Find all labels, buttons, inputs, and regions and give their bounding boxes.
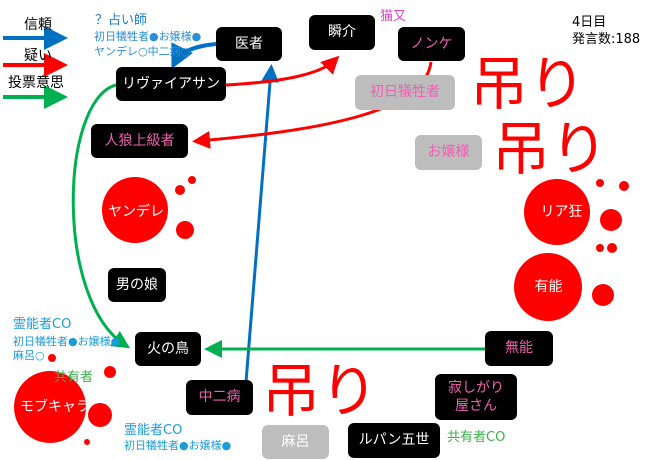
trust-arrow-chuunibyou-doctor	[244, 64, 280, 383]
medium-result-1b: 麻呂○	[13, 349, 45, 362]
medium-co-label-1: 霊能者CO	[13, 317, 72, 332]
node-chuunibyou[interactable]: 中二病	[186, 380, 253, 415]
hanged-mark-ojousama: 吊り	[492, 115, 609, 183]
node-first-victim[interactable]: 初日犠牲者	[355, 75, 455, 110]
node-otokonoko[interactable]: 男の娘	[108, 268, 166, 302]
node-ojousama[interactable]: お嬢様	[415, 135, 482, 170]
legend-vote-label: 投票意思	[8, 75, 64, 91]
node-yuunou[interactable]: 有能	[534, 279, 563, 296]
node-doctor[interactable]: 医者	[216, 27, 282, 61]
medium-co-label-2: 霊能者CO	[124, 423, 183, 438]
node-sabishigari[interactable]: 寂しがり屋さん	[435, 374, 517, 420]
node-lupin[interactable]: ルパン五世	[348, 423, 440, 458]
node-riakyou[interactable]: リア狂	[540, 204, 583, 221]
trust-arrow-doctor-leviathan	[171, 42, 217, 70]
node-nonke[interactable]: ノンケ	[398, 27, 465, 61]
medium-result-1a: 初日犠牲者●お嬢様●	[13, 335, 121, 348]
hanged-mark-first-victim: 吊り	[470, 50, 587, 118]
doubt-arrow-leviathan-shunsuke	[225, 55, 340, 87]
vote-arrow-leviathan-hinotori	[71, 83, 131, 349]
legend-doubt-label: 疑い	[24, 48, 52, 64]
seer-co-label: ？占い師	[95, 13, 148, 28]
sharer-co-label-2: 共有者CO	[447, 430, 506, 445]
node-leviathan[interactable]: リヴァイアサン	[116, 67, 226, 101]
node-munou[interactable]: 無能	[485, 331, 553, 366]
hanged-mark-maro: 吊り	[262, 357, 379, 425]
seer-result-2: ヤンデレ○中二病○	[94, 45, 191, 58]
blood-splatters	[14, 176, 629, 445]
post-count: 発言数:188	[572, 32, 641, 47]
medium-result-2: 初日犠牲者●お嬢様●	[124, 439, 232, 452]
node-hinotori[interactable]: 火の鳥	[135, 332, 201, 366]
node-mobchara[interactable]: モブキャラ	[20, 399, 90, 416]
seer-result-1: 初日犠牲者●お嬢様●	[94, 30, 202, 43]
legend-trust-label: 信頼	[24, 17, 52, 33]
node-yandere[interactable]: ヤンデレ	[108, 204, 164, 221]
node-maro[interactable]: 麻呂	[262, 425, 329, 459]
day-counter: 4日目	[572, 15, 607, 30]
node-shunsuke[interactable]: 瞬介	[309, 15, 375, 50]
sharer-label-1: 共有者	[54, 370, 94, 385]
cat-co-label: 猫又	[380, 9, 407, 24]
node-werewolf-senior[interactable]: 人狼上級者	[91, 124, 188, 158]
